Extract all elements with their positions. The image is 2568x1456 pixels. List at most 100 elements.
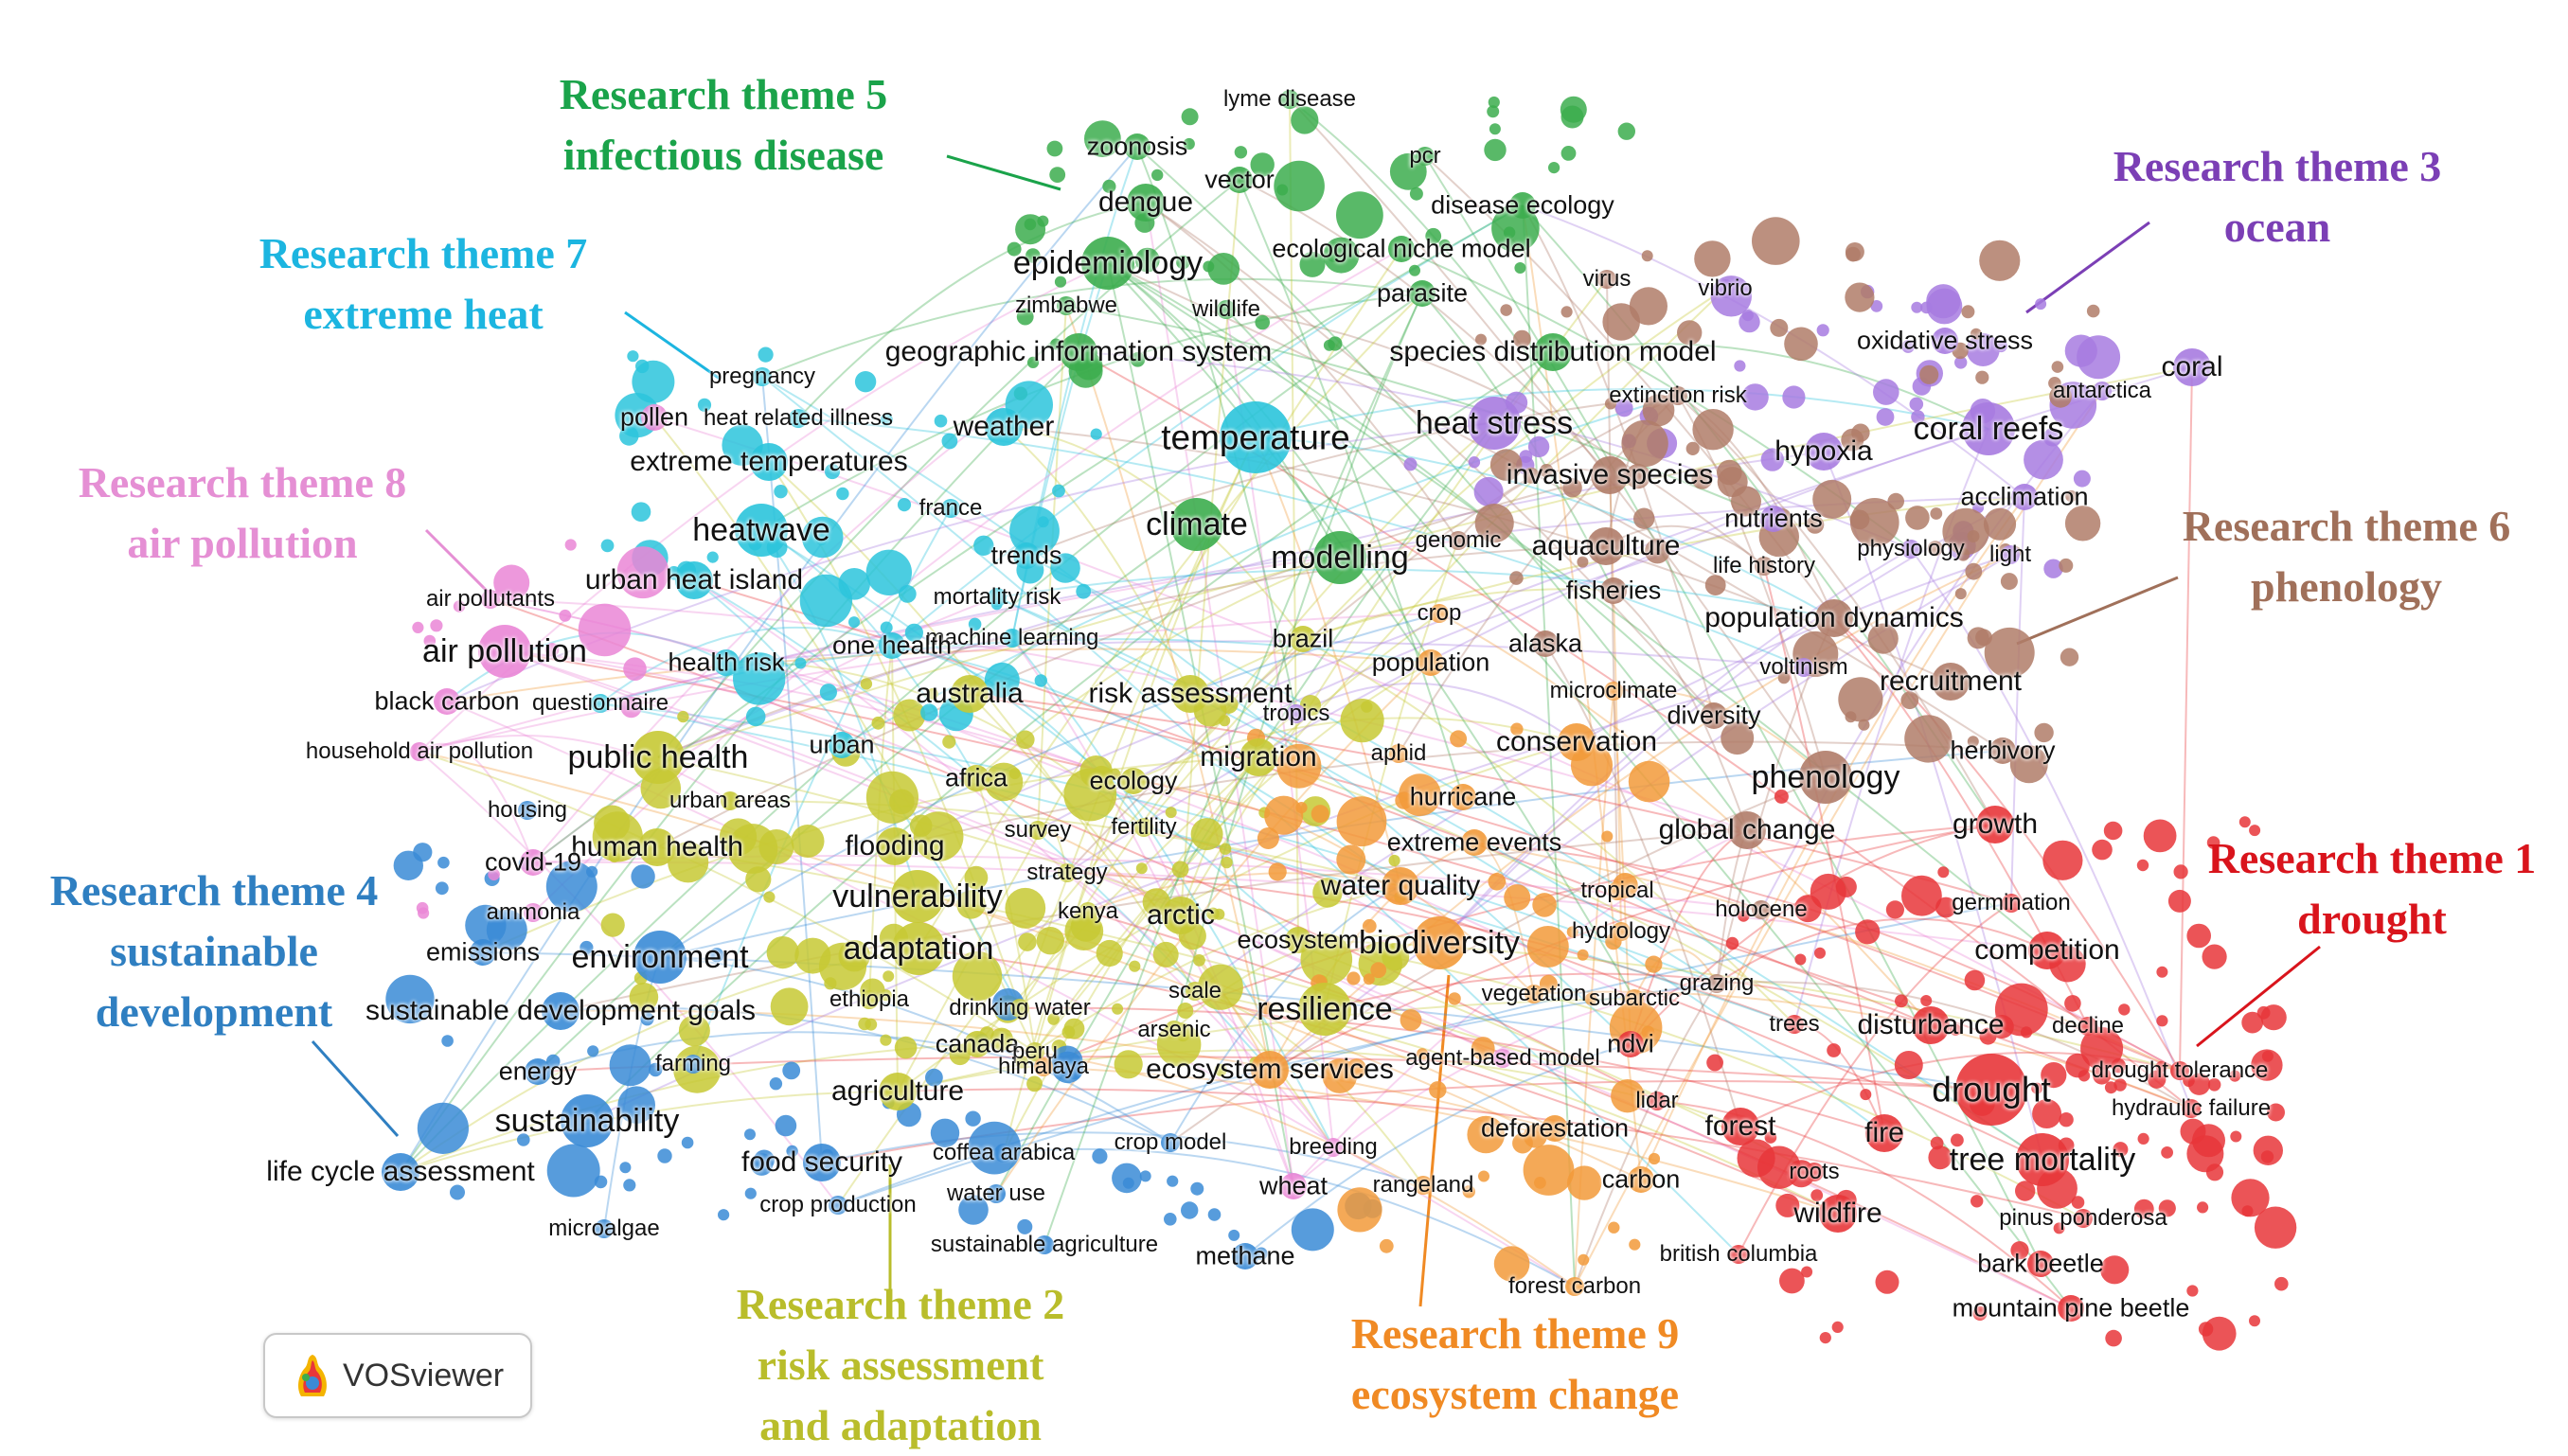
- term-label[interactable]: air pollutants: [425, 586, 556, 612]
- term-label[interactable]: ecosystem: [1237, 925, 1360, 954]
- term-label[interactable]: disease ecology: [1431, 190, 1614, 220]
- term-label[interactable]: geographic information system: [884, 336, 1273, 367]
- term-label[interactable]: ecosystem services: [1146, 1054, 1394, 1085]
- term-label[interactable]: water use: [946, 1181, 1046, 1206]
- term-label[interactable]: lyme disease: [1222, 86, 1357, 112]
- term-label[interactable]: fire: [1864, 1117, 1904, 1148]
- term-label[interactable]: aquaculture: [1531, 530, 1681, 561]
- term-label[interactable]: hydrology: [1571, 918, 1671, 944]
- term-label[interactable]: extinction risk: [1609, 382, 1747, 408]
- term-label[interactable]: coral reefs: [1913, 411, 2064, 447]
- term-label[interactable]: climate: [1146, 506, 1248, 542]
- term-label[interactable]: british columbia: [1659, 1241, 1818, 1267]
- term-label[interactable]: heatwave: [692, 512, 830, 548]
- term-label[interactable]: ethiopia: [829, 986, 910, 1012]
- term-label[interactable]: germination: [1952, 890, 2071, 915]
- term-label[interactable]: decline: [2051, 1013, 2125, 1039]
- term-label[interactable]: fertility: [1111, 814, 1177, 840]
- term-label[interactable]: ndvi: [1607, 1029, 1654, 1058]
- term-label[interactable]: acclimation: [1960, 482, 2089, 511]
- term-label[interactable]: farming: [654, 1051, 732, 1076]
- term-label[interactable]: food security: [740, 1146, 903, 1178]
- term-label[interactable]: holocene: [1715, 897, 1808, 922]
- term-label[interactable]: pregnancy: [708, 364, 816, 389]
- term-label[interactable]: herbivory: [1950, 736, 2056, 765]
- term-label[interactable]: peru: [1011, 1039, 1059, 1064]
- term-label[interactable]: deforestation: [1480, 1113, 1630, 1143]
- term-label[interactable]: wheat: [1258, 1171, 1329, 1200]
- term-label[interactable]: recruitment: [1879, 666, 2023, 697]
- term-label[interactable]: fisheries: [1565, 576, 1662, 605]
- term-label[interactable]: agriculture: [830, 1075, 965, 1107]
- term-label[interactable]: urban areas: [669, 788, 792, 813]
- term-label[interactable]: vulnerability: [832, 879, 1003, 914]
- term-label[interactable]: oxidative stress: [1856, 326, 2034, 355]
- term-label[interactable]: extreme events: [1386, 827, 1562, 857]
- term-label[interactable]: crop production: [759, 1192, 917, 1217]
- term-label[interactable]: zoonosis: [1086, 132, 1188, 161]
- term-label[interactable]: wildlife: [1191, 296, 1261, 322]
- term-label[interactable]: human health: [571, 831, 743, 862]
- term-label[interactable]: species distribution model: [1389, 336, 1717, 367]
- term-label[interactable]: physiology: [1857, 536, 1965, 561]
- term-label[interactable]: roots: [1789, 1159, 1840, 1184]
- term-label[interactable]: vegetation: [1481, 981, 1587, 1006]
- term-label[interactable]: ecological niche model: [1272, 234, 1531, 263]
- term-label[interactable]: zimbabwe: [1014, 293, 1118, 318]
- term-label[interactable]: housing: [487, 797, 568, 823]
- term-label[interactable]: forest carbon: [1507, 1273, 1642, 1299]
- term-label[interactable]: tropics: [1262, 701, 1330, 726]
- term-label[interactable]: biodiversity: [1358, 925, 1521, 961]
- term-label[interactable]: phenology: [1751, 759, 1900, 795]
- term-label[interactable]: diversity: [1667, 701, 1761, 730]
- term-label[interactable]: drinking water: [949, 995, 1091, 1021]
- term-label[interactable]: health risk: [668, 648, 785, 677]
- term-label[interactable]: parasite: [1376, 278, 1469, 308]
- term-label[interactable]: forest: [1704, 1110, 1776, 1142]
- term-label[interactable]: arsenic: [1137, 1017, 1211, 1042]
- term-label[interactable]: trees: [1769, 1011, 1820, 1037]
- term-label[interactable]: urban heat island: [584, 564, 804, 595]
- term-label[interactable]: australia: [916, 678, 1024, 709]
- term-label[interactable]: ammonia: [486, 899, 580, 925]
- term-label[interactable]: antarctica: [2052, 378, 2152, 403]
- term-label[interactable]: air pollution: [422, 633, 587, 669]
- term-label[interactable]: risk assessment: [1088, 678, 1293, 709]
- term-label[interactable]: invasive species: [1506, 459, 1714, 490]
- term-label[interactable]: subarctic: [1588, 985, 1681, 1011]
- term-label[interactable]: mortality risk: [933, 584, 1061, 610]
- term-label[interactable]: rangeland: [1372, 1172, 1474, 1198]
- term-label[interactable]: epidemiology: [1012, 245, 1204, 281]
- term-label[interactable]: strategy: [1026, 860, 1108, 885]
- term-label[interactable]: covid-19: [484, 847, 582, 877]
- term-label[interactable]: alaska: [1507, 629, 1583, 658]
- term-label[interactable]: pinus ponderosa: [1999, 1205, 2167, 1231]
- term-label[interactable]: agent-based model: [1405, 1045, 1600, 1071]
- term-label[interactable]: microalgae: [548, 1216, 660, 1241]
- term-label[interactable]: drought tolerance: [2091, 1057, 2269, 1083]
- term-label[interactable]: global change: [1658, 814, 1836, 845]
- term-label[interactable]: questionnaire: [531, 690, 669, 716]
- term-label[interactable]: heat stress: [1415, 405, 1574, 441]
- term-label[interactable]: vibrio: [1698, 275, 1753, 301]
- term-label[interactable]: genomic: [1415, 527, 1502, 553]
- term-label[interactable]: public health: [567, 739, 749, 775]
- term-label[interactable]: weather: [953, 411, 1055, 442]
- term-label[interactable]: coral: [2161, 351, 2223, 382]
- term-label[interactable]: resilience: [1257, 991, 1393, 1027]
- term-label[interactable]: population: [1371, 648, 1490, 677]
- term-label[interactable]: conservation: [1495, 726, 1658, 757]
- term-label[interactable]: disturbance: [1857, 1009, 2005, 1040]
- term-label[interactable]: heat related illness: [703, 405, 894, 431]
- term-label[interactable]: adaptation: [843, 931, 994, 967]
- term-label[interactable]: nutrients: [1724, 504, 1823, 533]
- term-label[interactable]: sustainable agriculture: [930, 1232, 1159, 1257]
- term-label[interactable]: voltinism: [1759, 654, 1848, 680]
- term-label[interactable]: survey: [1004, 817, 1072, 843]
- term-label[interactable]: wildfire: [1793, 1198, 1882, 1229]
- term-label[interactable]: aphid: [1370, 740, 1427, 766]
- term-label[interactable]: extreme temperatures: [630, 446, 908, 477]
- term-label[interactable]: energy: [498, 1056, 578, 1086]
- term-label[interactable]: breeding: [1289, 1134, 1378, 1160]
- term-label[interactable]: life cycle assessment: [266, 1156, 535, 1187]
